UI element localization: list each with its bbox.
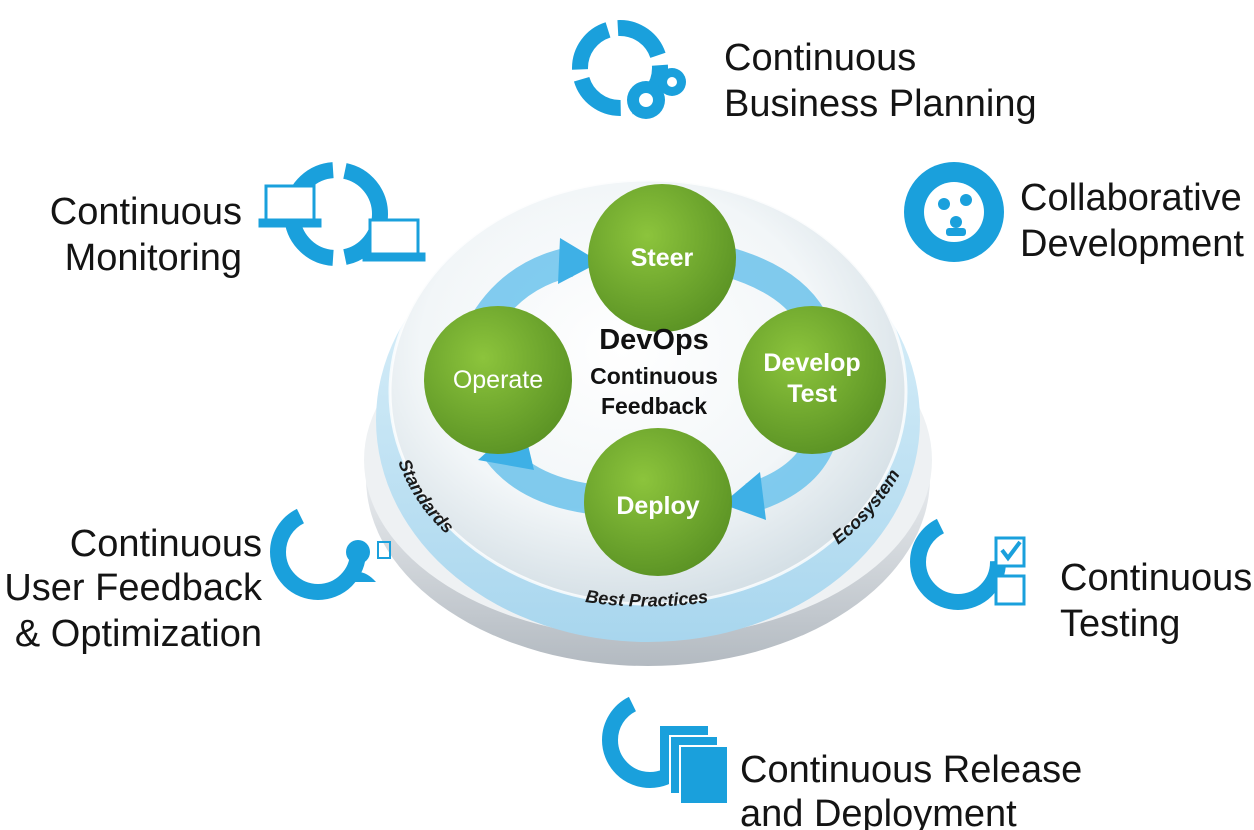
collaborative-development-line2: Development	[1020, 223, 1244, 265]
checkbox-cycle-icon	[910, 514, 1026, 610]
testing-line1: Continuous	[1060, 557, 1252, 599]
user-feedback-line2: User Feedback	[4, 567, 263, 609]
center-title: DevOps	[599, 324, 709, 356]
release-deployment-line2: and Deployment	[740, 793, 1017, 830]
monitoring-line1: Continuous	[50, 191, 242, 233]
node-operate: Operate	[424, 306, 572, 454]
user-feedback-line1: Continuous	[70, 523, 262, 565]
node-steer-label: Steer	[631, 244, 694, 272]
center-label: DevOps Continuous Feedback	[590, 324, 718, 419]
gears-cycle-icon	[572, 20, 686, 119]
node-operate-label: Operate	[453, 366, 543, 394]
laptop-right	[362, 218, 426, 262]
people-cycle-icon	[904, 162, 1004, 262]
laptop-left	[258, 184, 322, 228]
node-develop-test: Develop Test	[738, 306, 886, 454]
node-steer: Steer	[588, 184, 736, 332]
arrowhead-deploy	[722, 472, 766, 520]
center-line2: Continuous	[590, 363, 718, 389]
testing-line2: Testing	[1060, 603, 1180, 645]
business-planning-line1: Continuous	[724, 37, 916, 79]
center-line3: Feedback	[601, 393, 707, 419]
release-deployment-line1: Continuous Release	[740, 749, 1082, 791]
node-test-label: Test	[787, 380, 837, 408]
laptops-cycle-icon	[258, 162, 426, 266]
user-feedback-cycle-icon	[270, 504, 391, 600]
node-deploy: Deploy	[584, 428, 732, 576]
documents-cycle-icon	[602, 692, 729, 805]
node-deploy-label: Deploy	[616, 492, 699, 520]
node-develop-label: Develop	[763, 349, 860, 377]
monitoring-line2: Monitoring	[65, 237, 242, 279]
collaborative-development-line1: Collaborative	[1020, 177, 1242, 219]
user-feedback-line3: & Optimization	[15, 613, 262, 655]
business-planning-line2: Business Planning	[724, 83, 1037, 125]
arrowhead-steer	[558, 238, 600, 284]
